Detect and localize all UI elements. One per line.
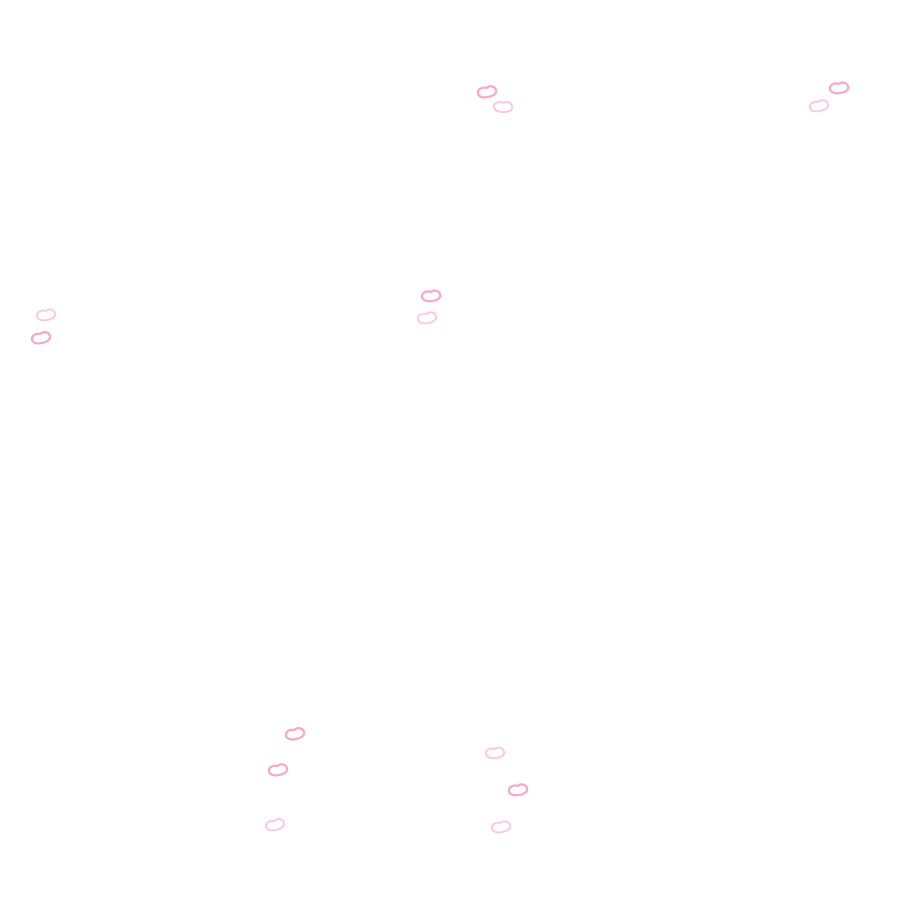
bean-outline-icon [808, 98, 830, 114]
bean-outline-icon [484, 746, 506, 760]
bean-outline-icon [507, 782, 529, 798]
bean-outline-icon [492, 100, 514, 114]
bean-outline-icon [476, 84, 498, 100]
bean-outline-icon [284, 726, 306, 742]
bean-outline-icon [30, 330, 52, 346]
bean-outline-icon [267, 762, 289, 778]
bean-outline-icon [828, 81, 850, 95]
bean-outline-icon [264, 817, 286, 833]
bean-outline-icon [416, 310, 438, 326]
bean-outline-icon [35, 307, 57, 322]
bean-outline-icon [420, 289, 442, 303]
bean-outline-icon [490, 819, 512, 835]
